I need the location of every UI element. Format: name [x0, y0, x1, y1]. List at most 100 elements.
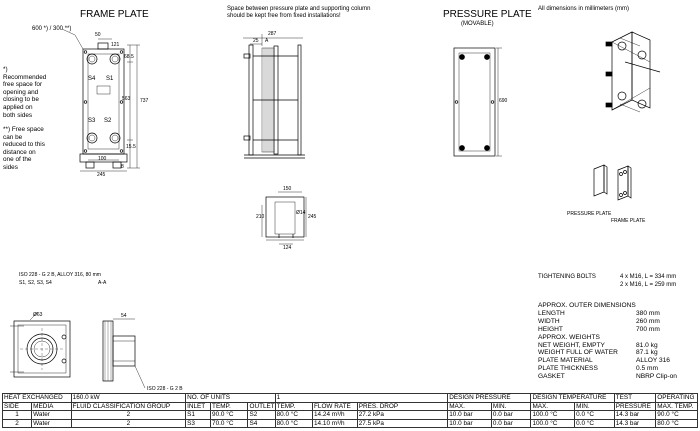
cell: 90.0 °C [210, 410, 249, 420]
units-value: 1 [274, 393, 449, 403]
cell: 80.0 °C [274, 418, 314, 429]
col-header: MAX. [530, 401, 576, 412]
table-row: 2 Water 2 S3 70.0 °C S4 80.0 °C 14.10 m³… [1, 418, 698, 429]
frame-plate-title: FRAME PLATE [80, 9, 149, 20]
dim-right-563: 563 [122, 96, 131, 102]
port-label-s3: S3 [88, 118, 96, 124]
heat-exchanged-value: 160.0 kW [70, 393, 187, 403]
movable-label: (MOVABLE) [461, 21, 494, 27]
col-header: MAX. TEMP. [655, 401, 698, 412]
col-header: TEMP. [210, 401, 249, 412]
connection-iso: ISO 228 - G 2 B [147, 386, 183, 392]
dim-bottom-100: 100 [98, 156, 107, 162]
dim-top-121: 121 [111, 42, 120, 48]
cell: S2 [247, 410, 276, 420]
heat-exchanged-label: HEAT EXCHANGED [2, 393, 72, 403]
col-header: MEDIA [31, 401, 72, 412]
foot-dim-150: 150 [283, 186, 292, 192]
units-label: NO. OF UNITS [185, 393, 276, 403]
iso-label-frame: FRAME PLATE [611, 218, 646, 224]
cell: 2 [1, 418, 33, 429]
section-label: A-A [98, 280, 107, 286]
cell: Water [31, 418, 72, 429]
spec-row: APPROX. WEIGHTS [538, 333, 600, 341]
cell: 14.3 bar [613, 410, 657, 420]
operating-header: OPERATING [655, 393, 698, 403]
col-header: FLUID CLASSIFICATION GROUP [70, 401, 187, 412]
pressure-dim-690: 690 [499, 98, 508, 104]
port-label-s4: S4 [88, 76, 96, 82]
space-note-line1: Space between pressure plate and support… [227, 6, 371, 12]
space-note-line2: should be kept free from fixed installat… [227, 13, 341, 19]
specs-header: APPROX. OUTER DIMENSIONS [538, 302, 636, 309]
connection-len: 54 [121, 313, 127, 319]
foot-dim-124: 124 [283, 245, 292, 251]
dim-top-50: 50 [95, 32, 101, 38]
side-dim-a: A [265, 38, 269, 44]
cell: 10.0 bar [447, 418, 492, 429]
cell: 90.0 °C [655, 410, 698, 420]
cell: 70.0 °C [210, 418, 249, 429]
table-header-row: SIDE MEDIA FLUID CLASSIFICATION GROUP IN… [1, 401, 698, 412]
cell: 10.0 bar [447, 410, 492, 420]
cell: 0.0 °C [574, 418, 615, 429]
cell: 14.10 m³/h [312, 418, 358, 429]
cell: S3 [185, 418, 212, 429]
connection-spec-2: S1, S2, S3, S4 [19, 280, 52, 286]
table-row: 1 Water 2 S1 90.0 °C S2 80.0 °C 14.24 m³… [1, 410, 698, 420]
iso-label-pressure: PRESSURE PLATE [567, 211, 612, 217]
dim-right-15: 15.5 [126, 144, 136, 150]
col-header: MAX. [447, 401, 492, 412]
pressure-plate-title: PRESSURE PLATE [443, 9, 532, 20]
port-label-s2: S2 [104, 118, 112, 124]
dim-bottom-245: 245 [97, 172, 106, 178]
cell: 0.0 bar [490, 418, 532, 429]
col-header: INLET [185, 401, 212, 412]
side-view [243, 34, 305, 159]
connection-dia: Ø63 [33, 312, 43, 318]
design-pressure-header: DESIGN PRESSURE [447, 393, 532, 403]
side-dim-25: 25 [253, 38, 259, 44]
cell: 80.0 °C [655, 418, 698, 429]
dim-right-68: 68.5 [124, 54, 134, 60]
cell: 14.3 bar [613, 418, 657, 429]
free-space-note-2: **) Free space can be reduced to this di… [3, 126, 45, 171]
free-space-dim: 600 *) / 300 **) [32, 26, 72, 32]
col-header: PRESSURE [613, 401, 657, 412]
bolts-label: TIGHTENING BOLTS [538, 274, 596, 280]
connection-section-view [102, 318, 146, 389]
isometric-view [605, 31, 661, 113]
pressure-plate-view [453, 47, 502, 157]
col-header: SIDE [1, 401, 33, 412]
cell: 0.0 bar [490, 410, 532, 420]
plate-isometrics [593, 164, 632, 201]
cell: 27.5 kPa [356, 418, 449, 429]
foot-dim-hole: Ø14 [296, 210, 306, 216]
bolts-line1: 4 x M16, L = 334 mm [620, 274, 677, 280]
test-header: TEST [613, 393, 657, 403]
cell: 2 [70, 418, 187, 429]
col-header: PRES. DROP [356, 401, 449, 412]
operating-data-table: HEAT EXCHANGED 160.0 kW NO. OF UNITS 1 D… [1, 393, 698, 429]
foot-detail [261, 191, 307, 245]
cell: 0.0 °C [574, 410, 615, 420]
dim-right-737: 737 [140, 98, 149, 104]
connection-spec-1: ISO 228 - G 2 B, ALLOY 316, 80 mm [19, 272, 101, 278]
col-header: FLOW RATE [312, 401, 358, 412]
port-label-s1: S1 [106, 76, 114, 82]
col-header: TEMP. [274, 401, 314, 412]
cell: 2 [70, 410, 187, 420]
connection-front-view [10, 311, 71, 378]
cell: Water [31, 410, 72, 420]
free-space-note-1: *) Recommended free space for opening an… [3, 66, 47, 119]
cell: S4 [247, 418, 276, 429]
